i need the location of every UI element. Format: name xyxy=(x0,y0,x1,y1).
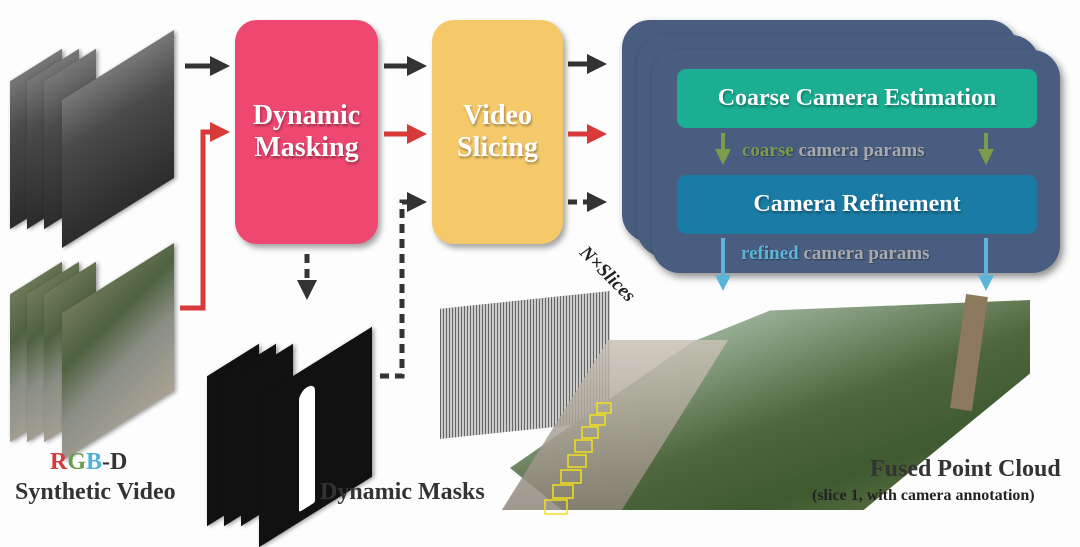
video-slicing-line2: Slicing xyxy=(457,132,538,163)
refined-params-rest: camera params xyxy=(798,243,930,264)
coarse-camera-estimation-label: Coarse Camera Estimation xyxy=(717,85,997,111)
coarse-camera-estimation-block: Coarse Camera Estimation xyxy=(677,69,1037,128)
dynamic-masks-label: Dynamic Masks xyxy=(320,479,485,505)
coarse-params-rest: camera params xyxy=(793,140,925,161)
dynamic-masking-line1: Dynamic xyxy=(252,99,361,131)
rgbd-letter-r: R xyxy=(50,449,68,475)
rgbd-letter-b: B xyxy=(86,449,103,475)
rgbd-letter-g: G xyxy=(67,449,87,475)
dynamic-masking-module: Dynamic Masking xyxy=(235,20,378,244)
synthetic-video-label: Synthetic Video xyxy=(15,479,176,505)
camera-refinement-block: Camera Refinement xyxy=(677,175,1037,234)
refined-word: refined xyxy=(741,243,799,264)
arrows-layer xyxy=(180,54,994,515)
refined-params-label: refined camera params xyxy=(741,243,930,265)
fused-point-cloud-title: Fused Point Cloud xyxy=(870,456,1061,482)
camera-annotations xyxy=(544,402,612,515)
coarse-word: coarse xyxy=(742,140,794,161)
coarse-params-label: coarse camera params xyxy=(742,140,925,162)
video-slicing-module: Video Slicing xyxy=(432,20,563,244)
fused-point-cloud-subtitle: (slice 1, with camera annotation) xyxy=(812,487,1035,504)
dynamic-masking-line2: Masking xyxy=(254,132,359,163)
rgb-to-masking-arrow xyxy=(180,122,230,311)
video-slicing-line1: Video xyxy=(463,99,532,131)
rgbd-label: RGB-D xyxy=(50,449,127,476)
masks-to-slicing-arrow xyxy=(380,192,427,379)
camera-refinement-label: Camera Refinement xyxy=(753,191,961,217)
rgbd-suffix: -D xyxy=(102,449,128,475)
